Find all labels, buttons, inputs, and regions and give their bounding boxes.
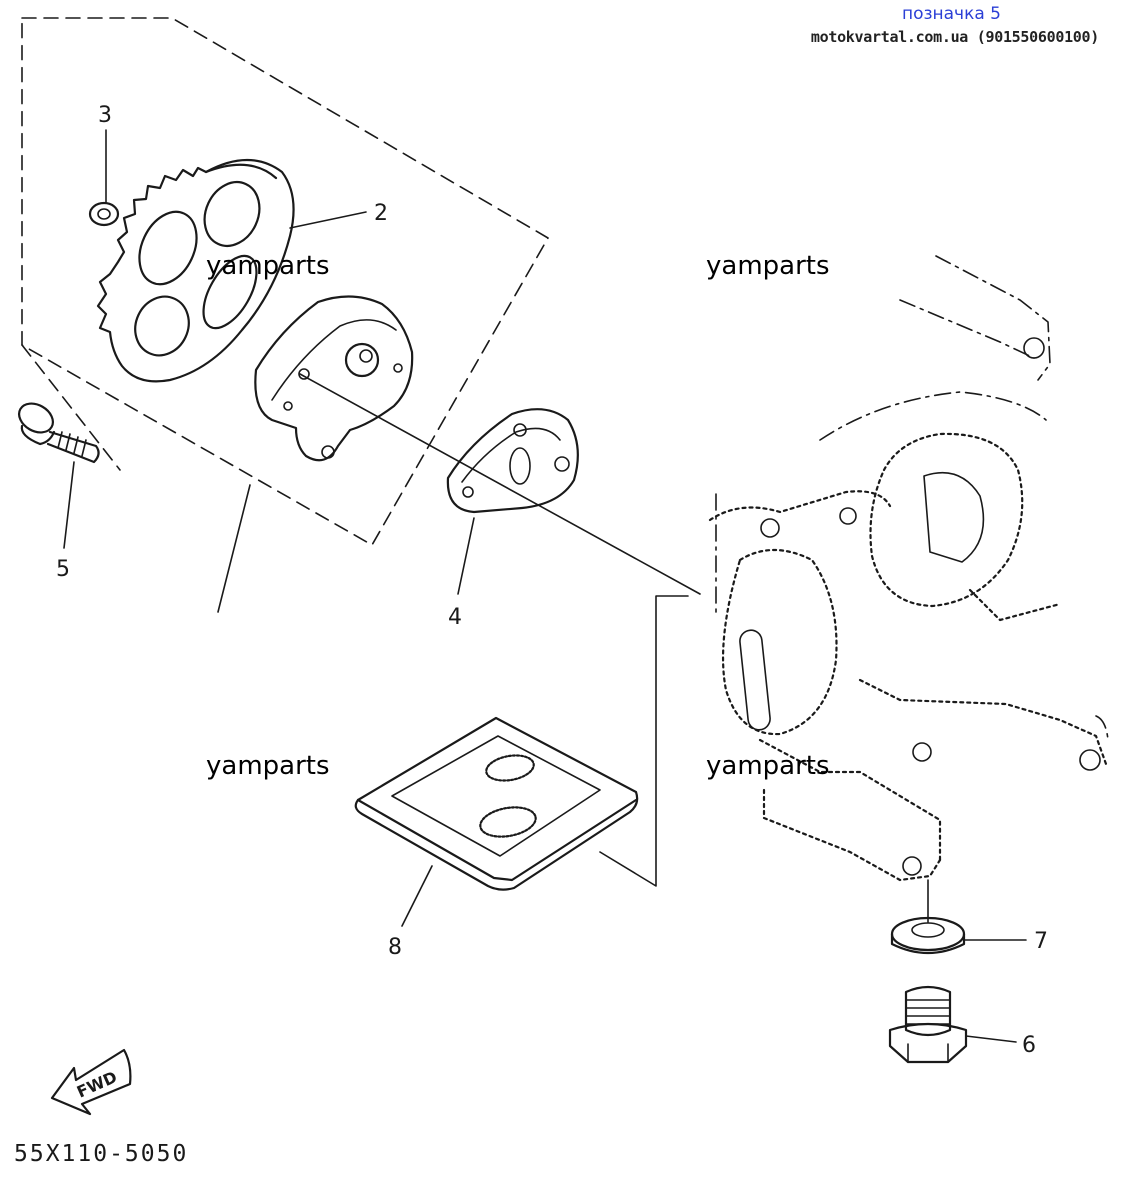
assembly-boundary xyxy=(21,17,549,613)
drive-gear-part-2 xyxy=(96,158,295,383)
fwd-arrow-icon: FWD xyxy=(50,1048,132,1116)
callout-7: 7 xyxy=(1034,929,1048,954)
header-site-label: motokvartal.com.ua (901550600100) xyxy=(810,28,1099,46)
oil-pump-body xyxy=(254,295,414,462)
crankcase xyxy=(708,255,1109,882)
header-tag-label: позначка 5 xyxy=(901,4,1001,24)
oil-strainer-part-8 xyxy=(354,716,639,891)
drain-plug-part-6 xyxy=(888,985,968,1064)
gasket-part-4 xyxy=(446,408,579,514)
fwd-label: FWD xyxy=(74,1067,120,1101)
circlip-part-3 xyxy=(88,201,120,227)
callout-2: 2 xyxy=(374,201,388,226)
watermark-3: yamparts xyxy=(206,751,330,781)
bolt-part-5 xyxy=(18,402,100,464)
callout-8: 8 xyxy=(388,935,402,960)
callout-5: 5 xyxy=(56,557,70,582)
assembly-axis-line xyxy=(299,373,701,595)
washer-part-7 xyxy=(890,879,966,954)
callout-3: 3 xyxy=(98,103,112,128)
strainer-bracket-line xyxy=(599,595,689,887)
callout-4: 4 xyxy=(448,605,462,630)
watermark-1: yamparts xyxy=(206,251,330,281)
leader-lines xyxy=(63,129,1027,1043)
diagram-code: 55X110-5050 xyxy=(14,1141,189,1167)
callout-6: 6 xyxy=(1022,1033,1036,1058)
watermark-2: yamparts xyxy=(706,251,830,281)
watermark-4: yamparts xyxy=(706,751,830,781)
